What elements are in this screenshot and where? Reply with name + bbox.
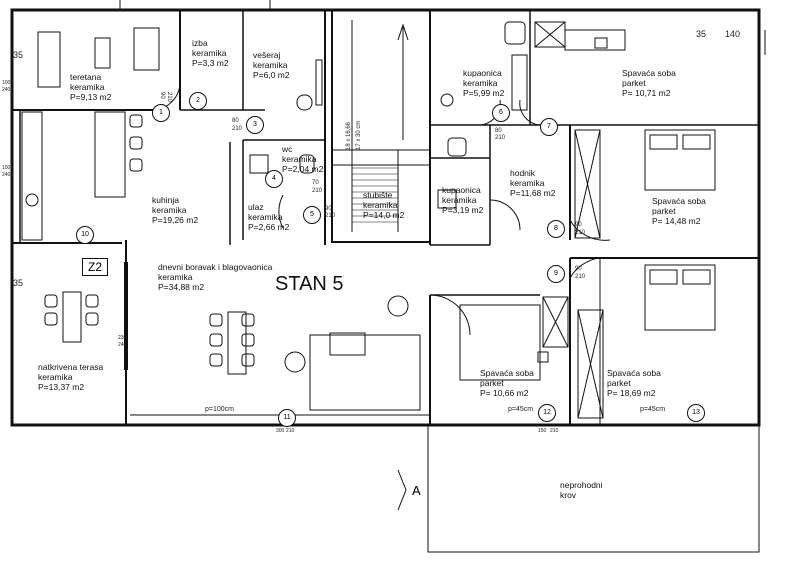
door-dim: 100 xyxy=(2,165,11,171)
door-dim: 80 xyxy=(232,118,239,124)
dim-35-c: 35 xyxy=(696,29,707,39)
section-label: A xyxy=(412,483,421,498)
sill-p45-b: p=45cm xyxy=(640,406,666,413)
door-dim: 210 xyxy=(325,213,336,219)
stair-note-1: 18 x 16,66 xyxy=(346,121,352,150)
marker: 4 xyxy=(265,170,283,188)
door-dim: 210 xyxy=(575,274,586,280)
door-dim: 210 xyxy=(232,126,243,132)
apartment-title: STAN 5 xyxy=(275,273,344,295)
door-dim: 210 xyxy=(286,428,295,434)
door-dim: 70 xyxy=(312,180,319,186)
marker: 9 xyxy=(547,265,565,283)
marker: 5 xyxy=(303,206,321,224)
dim-140: 140 xyxy=(725,29,741,39)
marker: 6 xyxy=(492,104,510,122)
marker: 3 xyxy=(246,116,264,134)
door-dim: 240 xyxy=(2,87,11,93)
door-dim: 300 xyxy=(276,428,285,434)
marker: 11 xyxy=(278,409,296,427)
door-dim: 90 xyxy=(575,266,582,272)
marker: 13 xyxy=(687,404,705,422)
door-dim: 240 xyxy=(118,342,127,348)
zone-label: Z2 xyxy=(82,258,109,276)
dim-35-a: 35 xyxy=(13,50,24,60)
door-dim: 230 xyxy=(118,335,127,341)
door-dim: 90 xyxy=(159,92,165,99)
door-dim: 240 xyxy=(2,172,11,178)
door-dim: 100 xyxy=(2,80,11,86)
door-dim: 210 xyxy=(495,135,506,141)
door-dim: 150 xyxy=(538,428,547,434)
marker: 10 xyxy=(76,226,94,244)
marker: 1 xyxy=(152,104,170,122)
marker: 2 xyxy=(189,92,207,110)
roof-outline xyxy=(427,424,760,553)
dim-35-b: 35 xyxy=(13,278,24,288)
sill-p100: p=100cm xyxy=(205,406,234,413)
door-dim: 90 xyxy=(325,206,332,212)
door-dim: 210 xyxy=(550,428,559,434)
door-dim: 210 xyxy=(312,188,323,194)
door-dim: 80 xyxy=(495,128,502,134)
marker: 7 xyxy=(540,118,558,136)
stair-note-2: 17 x 30 cm xyxy=(356,120,362,150)
door-dim: 90 xyxy=(575,222,582,228)
door-dim: 210 xyxy=(166,92,172,103)
sill-p45-a: p=45cm xyxy=(508,406,534,413)
marker: 12 xyxy=(538,404,556,422)
marker: 8 xyxy=(547,220,565,238)
door-dim: 210 xyxy=(575,230,586,236)
